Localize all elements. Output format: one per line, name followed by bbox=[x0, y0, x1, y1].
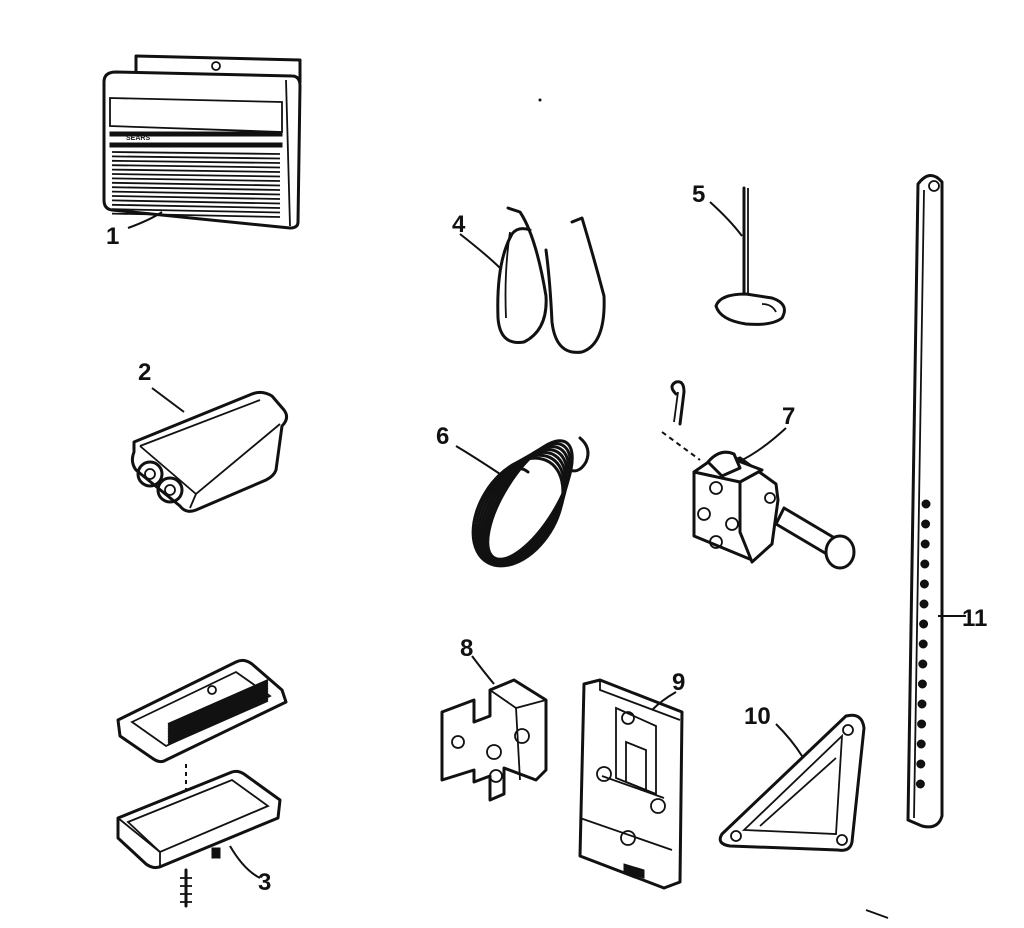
part-5-pull-rod bbox=[714, 186, 786, 326]
part-7-bracket-with-pin bbox=[661, 380, 856, 570]
leader-2 bbox=[151, 387, 185, 413]
callout-11: 11 bbox=[962, 605, 987, 632]
lens-ribs bbox=[167, 679, 269, 746]
part-4-spring-clips bbox=[496, 206, 606, 354]
part-1-motor-housing: SEARS bbox=[102, 54, 302, 230]
leader-10 bbox=[775, 723, 803, 757]
callout-3: 3 bbox=[258, 869, 271, 896]
callout-1: 1 bbox=[106, 223, 119, 250]
part-2-light-module bbox=[130, 390, 289, 513]
leader-7 bbox=[737, 427, 787, 463]
scan-marks bbox=[538, 98, 889, 919]
part-8-door-bracket bbox=[440, 678, 548, 802]
callout-6: 6 bbox=[436, 423, 449, 450]
part-10-triangle-gusset bbox=[718, 713, 866, 852]
callout-7: 7 bbox=[782, 403, 795, 430]
leader-6 bbox=[455, 445, 501, 475]
callout-4: 4 bbox=[452, 211, 466, 238]
leader-5 bbox=[709, 201, 743, 237]
part-3-lens-and-base bbox=[116, 658, 288, 908]
callout-8: 8 bbox=[460, 635, 473, 662]
part-6-coiled-rope bbox=[471, 436, 590, 568]
callout-10: 10 bbox=[744, 703, 771, 730]
callout-9: 9 bbox=[672, 669, 685, 696]
callout-5: 5 bbox=[692, 181, 705, 208]
housing-grille bbox=[111, 151, 281, 218]
callout-2: 2 bbox=[138, 359, 151, 386]
leader-1 bbox=[127, 211, 163, 229]
part-9-mounting-plate bbox=[578, 678, 684, 890]
part-11-perforated-strap bbox=[906, 174, 944, 829]
leader-8 bbox=[471, 655, 495, 685]
leader-9 bbox=[651, 691, 677, 711]
leader-3 bbox=[229, 845, 261, 879]
brand-mark: SEARS bbox=[126, 135, 150, 142]
leader-4 bbox=[459, 233, 501, 269]
